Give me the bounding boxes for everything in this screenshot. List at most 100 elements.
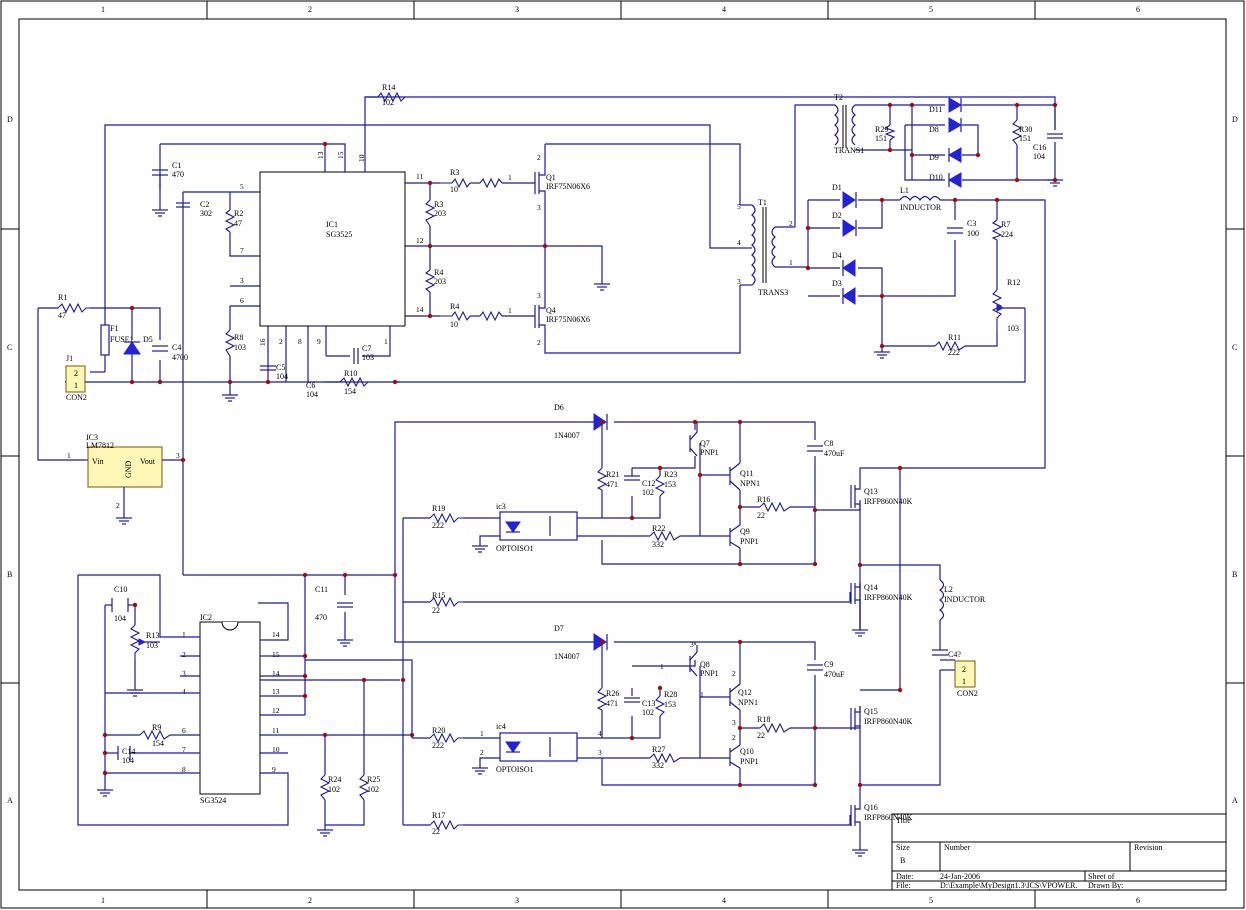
ic1-sg3525: IC1 SG3525 5 7 3 6 13 15 10 16 2 8 9 1 1… (240, 151, 424, 346)
ground-icon (594, 283, 610, 291)
ic3-pin: 3 (176, 451, 180, 460)
ic2-pin: 8 (182, 765, 186, 774)
ic1-pin: 7 (240, 246, 244, 255)
row-label: A (7, 796, 13, 805)
c11-ref: C11 (315, 585, 328, 594)
rectifier-diodes: D1 D2 D4 D3 (832, 183, 857, 305)
c4-val: 4700 (172, 353, 188, 362)
r8-val: 103 (234, 343, 246, 352)
r5-ref: R3 (434, 200, 443, 209)
j2-pin: 2 (962, 665, 966, 674)
r14-ref: R14 (382, 83, 395, 92)
c14-ref: C14 (122, 747, 135, 756)
q4-pin: 3 (537, 291, 541, 300)
r2-ref: R2 (234, 209, 243, 218)
t2-ref: T2 (834, 93, 843, 102)
r21-val: 471 (606, 480, 618, 489)
q12-pin: 3 (732, 718, 736, 727)
col-label: 5 (929, 896, 933, 905)
r20-ref: R20 (432, 726, 445, 735)
r9-ref: R9 (152, 723, 161, 732)
q12-pin: 2 (732, 669, 736, 678)
col-label: 3 (515, 5, 519, 14)
ic2-pin: 7 (182, 745, 186, 754)
r5-val: 203 (434, 209, 446, 218)
lower-resistors: R13 103 R9 154 R24 102 R25 102 R19 222 R… (129, 467, 791, 836)
optocoupler-ic4: ic4 OPTOISO1 1 2 3 4 (480, 722, 602, 774)
ic2-pin: 14 (272, 630, 280, 639)
ic1-pin: 6 (240, 296, 244, 305)
ground-icon (337, 639, 353, 647)
r8-ref: R8 (234, 333, 243, 342)
ic4-part: OPTOISO1 (496, 544, 534, 553)
q13-ref: Q13 (864, 487, 878, 496)
file-value: D:\Example\MyDesign1.3\ICS\VPOWER. (940, 881, 1077, 890)
j1-pin: 1 (74, 381, 78, 390)
ic4-ref: ic3 (496, 502, 506, 511)
row-label: C (1232, 343, 1237, 352)
c2-ref: C2 (200, 200, 209, 209)
r18-ref: R18 (757, 715, 770, 724)
ground-icon (852, 849, 868, 857)
q10-part: PNP1 (740, 757, 759, 766)
ic2-pin: 13 (272, 687, 280, 696)
row-label: B (7, 570, 12, 579)
q7-part: PNP1 (700, 448, 719, 457)
ground-icon (116, 517, 132, 525)
r6-val: 203 (434, 277, 446, 286)
r28-val: 153 (664, 700, 676, 709)
r15-ref: R15 (432, 591, 445, 600)
j2-connector: 2 1 CON2 (954, 660, 978, 698)
r6-ref: R4 (434, 268, 443, 277)
ic2-pin: 2 (182, 650, 186, 659)
q15-part: IRFP860N40K (864, 717, 913, 726)
t1-transformer: 5 4 3 2 1 T1 TRANS3 (737, 198, 795, 297)
q1-pin: 2 (537, 153, 541, 162)
file-label: File: (896, 881, 911, 890)
col-label: 6 (1136, 896, 1140, 905)
r17-ref: R17 (432, 811, 445, 820)
c4-ref: C4 (172, 343, 181, 352)
date-value: 24-Jan-2006 (940, 872, 980, 881)
bjt-q9: Q9 PNP1 (729, 524, 759, 549)
col-label: 4 (722, 5, 726, 14)
r12-val: 103 (1007, 324, 1019, 333)
bjt-q7: Q7 PNP1 (689, 422, 719, 457)
r26-ref: R26 (606, 689, 619, 698)
r4-val: 10 (450, 320, 458, 329)
q4-part: IRF75N06X6 (546, 315, 590, 324)
ground-icon (472, 545, 488, 553)
ic1-pin: 8 (298, 337, 302, 346)
r3-val: 10 (450, 185, 458, 194)
ic5-ref: ic4 (496, 722, 506, 731)
c12-ref: C12 (642, 479, 655, 488)
ic2-pin: 1 (182, 630, 186, 639)
ic1-pin: 13 (316, 151, 325, 159)
title-block: Title Size B Number Revision Date: 24-Ja… (891, 813, 1227, 891)
t1-pin: 1 (789, 258, 793, 267)
ic2-pin: 10 (272, 745, 280, 754)
t1-pin: 4 (737, 238, 741, 247)
col-label: 3 (515, 896, 519, 905)
ic1-part: SG3525 (326, 230, 352, 239)
size-value: B (900, 856, 905, 865)
l2-inductor: L2 INDUCTOR (938, 579, 986, 621)
t1-pin: 3 (737, 277, 741, 286)
ground-icon (222, 394, 238, 402)
q8-part: PNP1 (700, 669, 719, 678)
c10-val: 104 (114, 614, 126, 623)
bridge-diodes: D11 D8 D9 D10 (929, 97, 962, 188)
d4-ref: D4 (832, 251, 842, 260)
opto-pin: 1 (480, 729, 484, 738)
c5-val: 104 (276, 372, 288, 381)
drawn-by-label: Drawn By: (1088, 881, 1123, 890)
revision-label: Revision (1134, 843, 1162, 852)
ic1-pin: 1 (384, 337, 388, 346)
q14-ref: Q14 (864, 583, 878, 592)
upper-capacitors: C1 470 C2 302 C4 4700 C5 104 C6 104 C7 1… (152, 133, 1063, 399)
mosfet-q14: Q14 IRFP860N40K (850, 583, 913, 630)
col-label: 5 (929, 5, 933, 14)
c14-val: 104 (122, 756, 134, 765)
ground-icon (472, 767, 488, 775)
col-label: 2 (308, 5, 312, 14)
